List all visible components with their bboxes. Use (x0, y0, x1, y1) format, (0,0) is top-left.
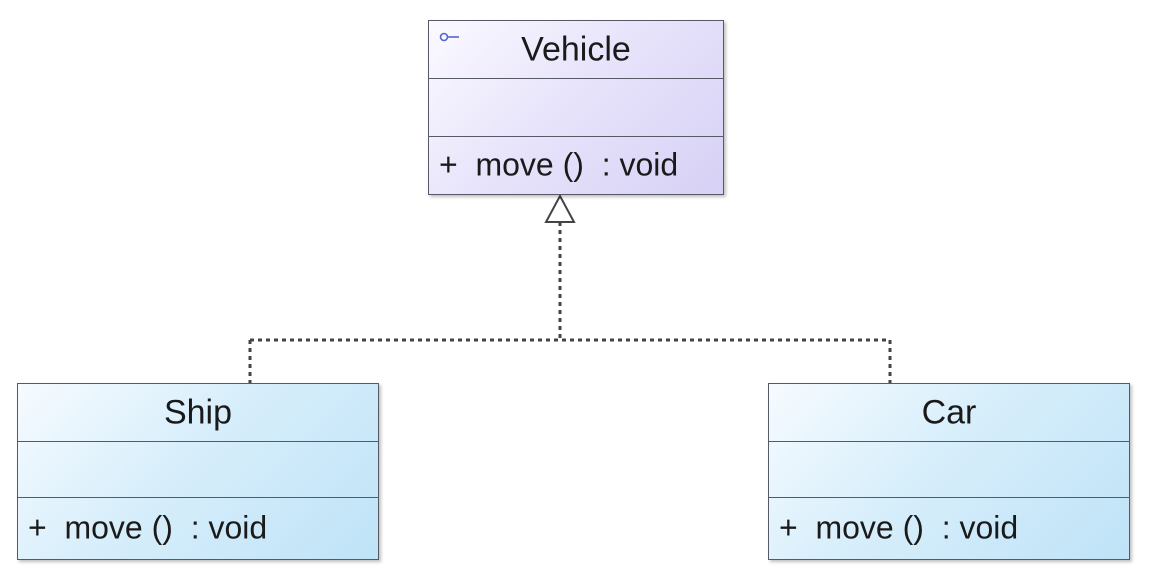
car-class-box[interactable]: Car + move () : void (768, 383, 1130, 560)
interface-lollipop-icon (439, 32, 459, 42)
vehicle-class-name: Vehicle (521, 30, 631, 68)
ship-operations-compartment: + move () : void (18, 498, 378, 558)
ship-name-compartment: Ship (18, 384, 378, 442)
ship-class-name: Ship (163, 393, 233, 431)
realization-arrowhead (544, 193, 576, 223)
vehicle-interface-box[interactable]: Vehicle + move () : void (428, 20, 724, 195)
car-operation-move: + move () : void (779, 509, 1019, 546)
vehicle-name-compartment: Vehicle (429, 21, 723, 79)
car-name-compartment: Car (769, 384, 1129, 442)
ship-class-box[interactable]: Ship + move () : void (17, 383, 379, 560)
ship-operation-move: + move () : void (28, 509, 268, 546)
car-class-name: Car (921, 393, 977, 431)
vehicle-operations-compartment: + move () : void (429, 137, 723, 193)
vehicle-attributes-compartment (429, 79, 723, 137)
ship-attributes-compartment (18, 442, 378, 498)
vehicle-operation-move: + move () : void (439, 146, 679, 183)
car-attributes-compartment (769, 442, 1129, 498)
car-operations-compartment: + move () : void (769, 498, 1129, 558)
